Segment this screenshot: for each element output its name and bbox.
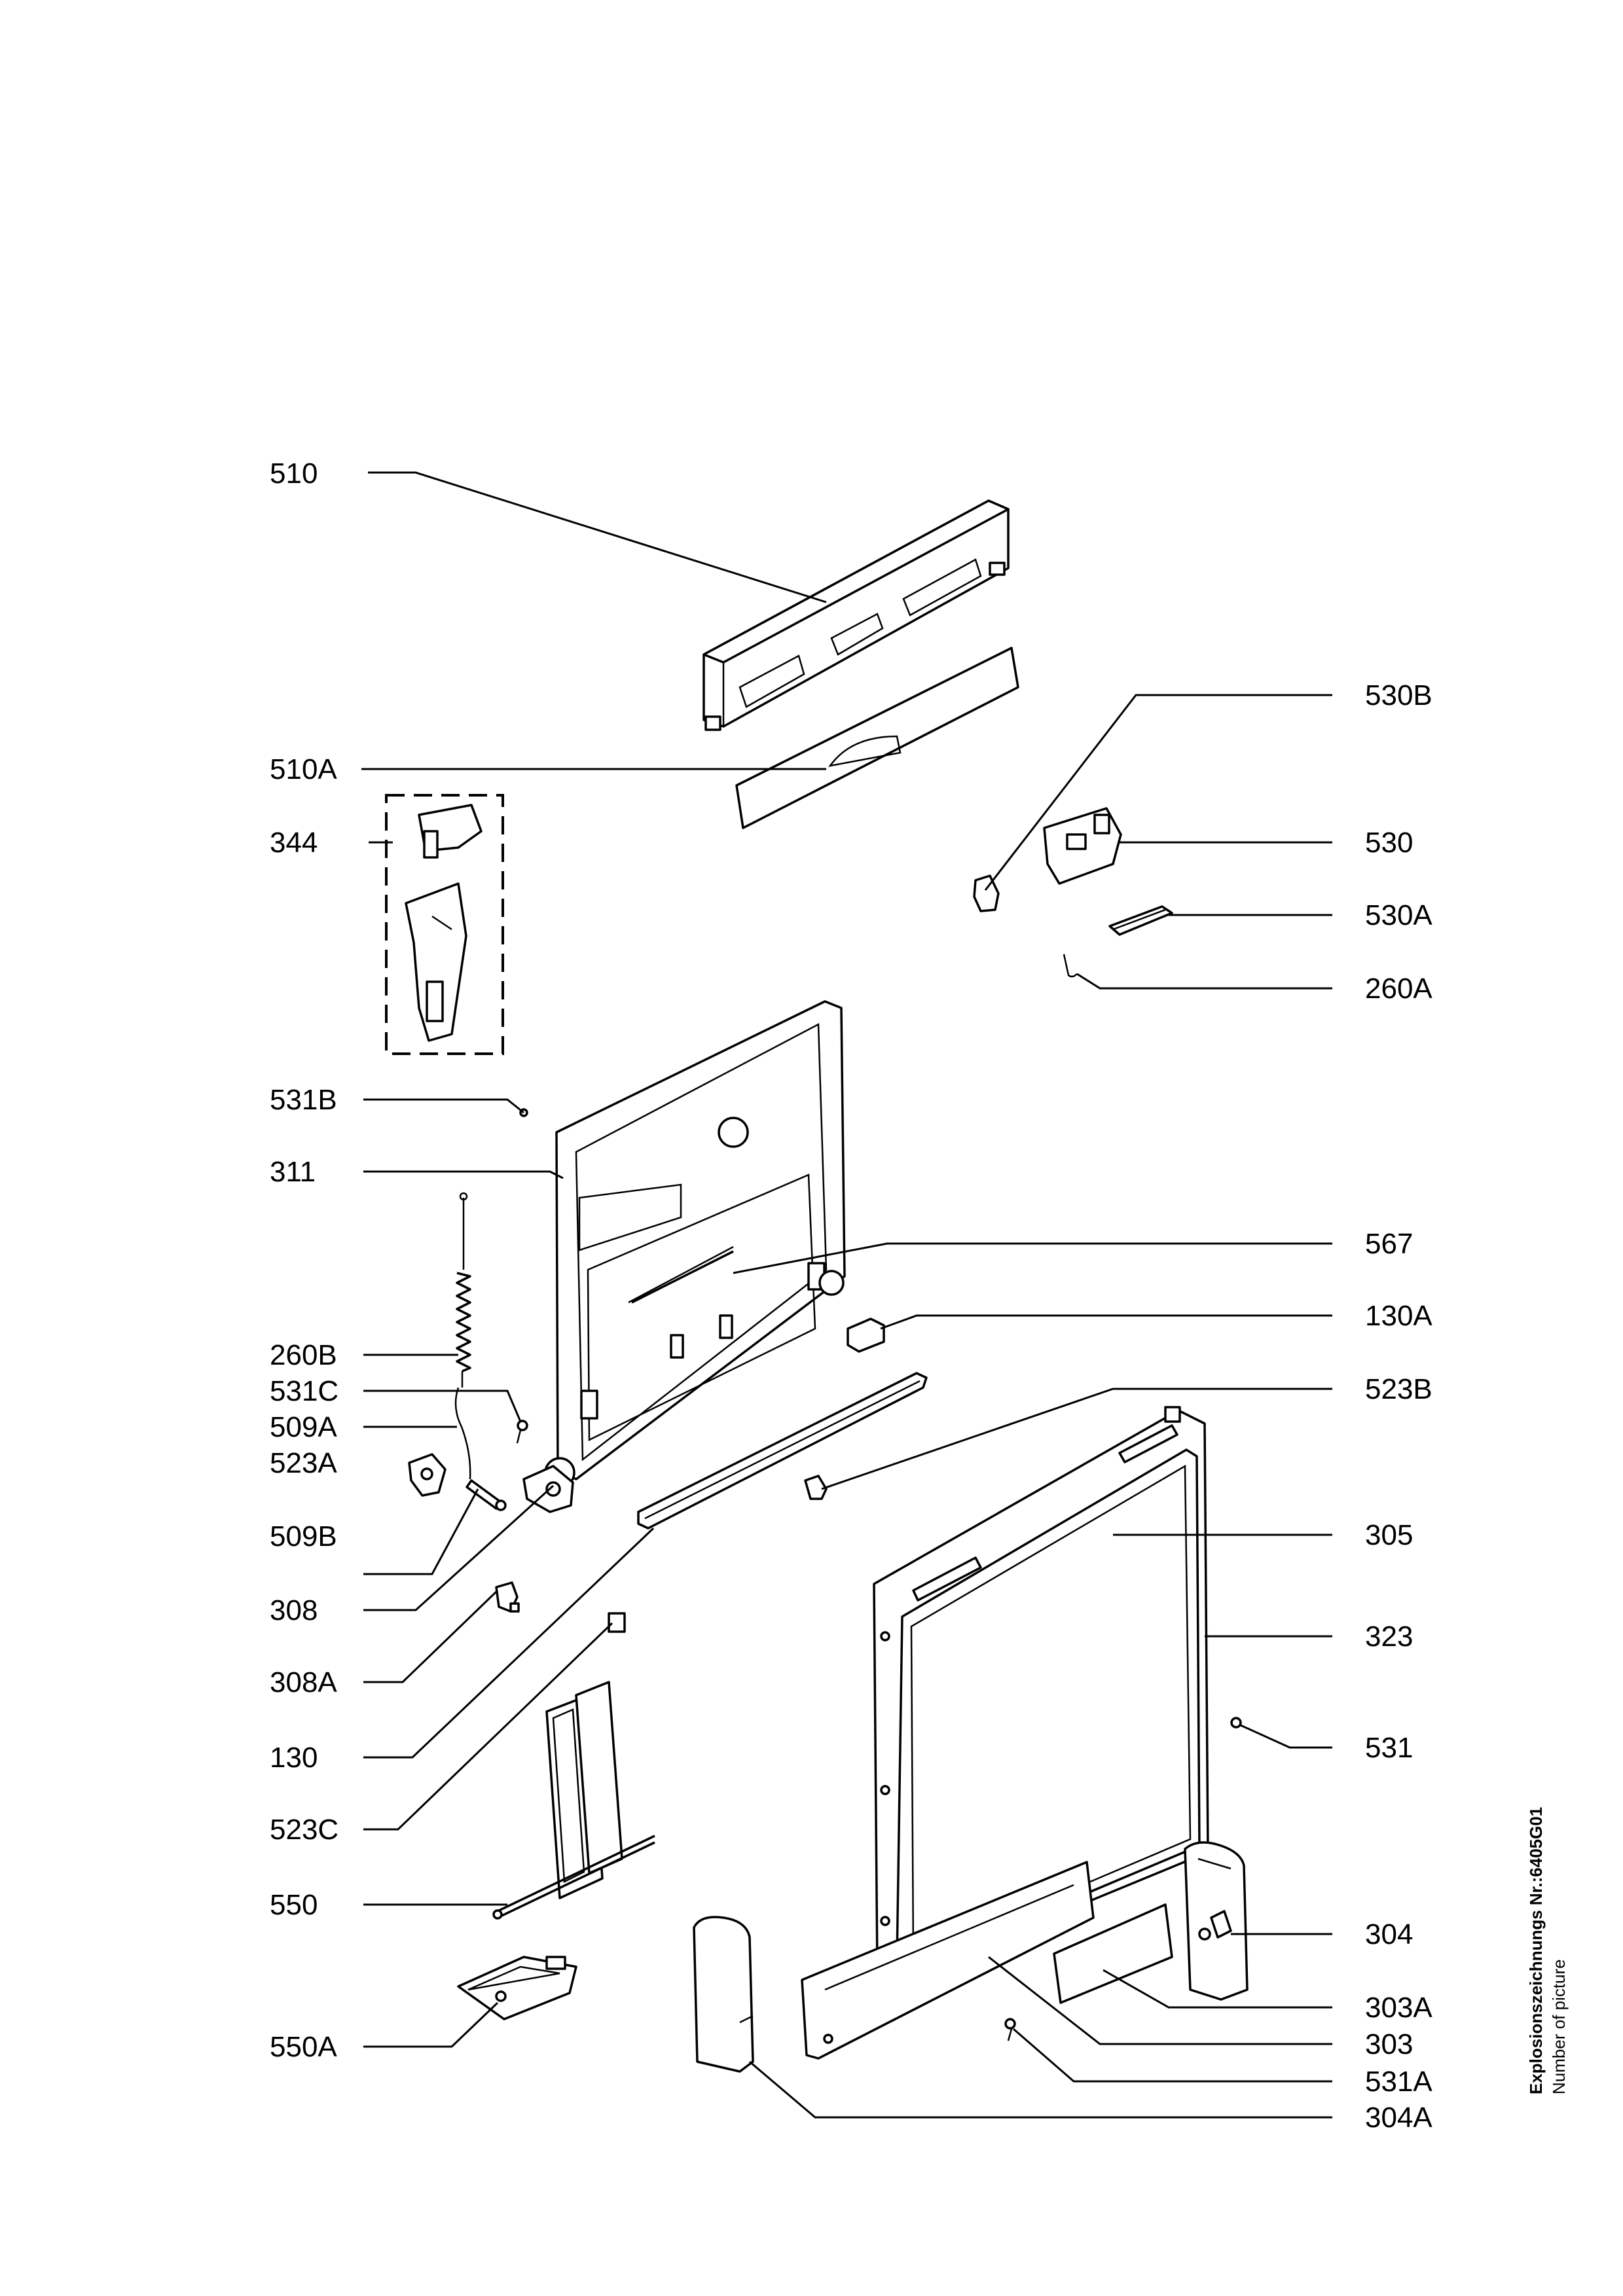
label-523C: 523C [270,1814,338,1846]
label-531A: 531A [1365,2066,1432,2098]
part-530-door-lock [1043,807,1122,885]
label-510: 510 [270,457,318,490]
part-260B-spring [456,1192,471,1388]
part-509A-cable [454,1387,471,1480]
part-531C-screw [516,1420,528,1444]
part-531-screw [1230,1717,1242,1729]
label-311: 311 [270,1156,316,1188]
label-530: 530 [1365,827,1413,859]
part-260A-spring-hook [1063,954,1078,978]
label-531B: 531B [270,1084,337,1116]
label-509B: 509B [270,1520,337,1552]
label-304A: 304A [1365,2102,1432,2134]
label-130A: 130A [1365,1300,1432,1332]
part-304A-side-cover [693,1916,754,2073]
part-305-outer-door-panel [873,1406,1209,1984]
part-550-sliding-bracket [492,1681,655,1920]
part-510A-panel-strip [735,647,1019,829]
part-523A-bracket [408,1453,447,1497]
label-305: 305 [1365,1519,1413,1551]
part-311-inner-door [544,1000,846,1488]
label-550: 550 [270,1889,318,1921]
label-523B: 523B [1365,1373,1432,1405]
part-303-base-strip [801,1861,1095,2060]
label-303A: 303A [1365,1992,1432,2024]
label-130: 130 [270,1742,318,1774]
picture-number-block: Explosionszeichnungs Nr.:6405G01 Number … [1526,1807,1569,2094]
label-530B: 530B [1365,679,1432,711]
label-510A: 510A [270,753,337,785]
part-550A-mount-bracket [457,1956,577,2020]
explosion-number: Explosionszeichnungs Nr.:6405G01 [1526,1807,1546,2094]
label-304: 304 [1365,1918,1413,1950]
label-523A: 523A [270,1447,337,1479]
label-308: 308 [270,1594,318,1626]
part-530B-hook [973,874,1000,912]
part-304-side-cover [1184,1841,1249,2001]
label-303: 303 [1365,2028,1413,2060]
part-567-rod [631,1250,734,1304]
part-523B-clip [804,1475,828,1500]
label-344: 344 [270,827,318,859]
label-531C: 531C [270,1375,338,1407]
label-323: 323 [1365,1621,1413,1653]
part-530A-latch [1108,905,1173,936]
part-308A-clip [495,1581,520,1613]
part-509B-rod [465,1479,507,1511]
label-260B: 260B [270,1339,337,1371]
picture-number-label: Number of picture [1549,1959,1569,2094]
part-344-hinge-kit [385,794,504,1055]
part-523C-clip [608,1612,626,1633]
label-567: 567 [1365,1228,1413,1260]
part-531A-screw [1004,2018,1016,2041]
label-308A: 308A [270,1666,337,1698]
part-130-rail [637,1372,928,1530]
part-130A-end-cap [847,1318,885,1353]
label-530A: 530A [1365,899,1432,931]
part-303A-plate [1053,1903,1173,2004]
label-260A: 260A [1365,973,1432,1005]
part-510-control-panel-housing [702,499,1010,731]
label-550A: 550A [270,2031,337,2063]
label-509A: 509A [270,1411,337,1443]
label-531: 531 [1365,1732,1413,1764]
leader-lines [361,471,1332,2119]
